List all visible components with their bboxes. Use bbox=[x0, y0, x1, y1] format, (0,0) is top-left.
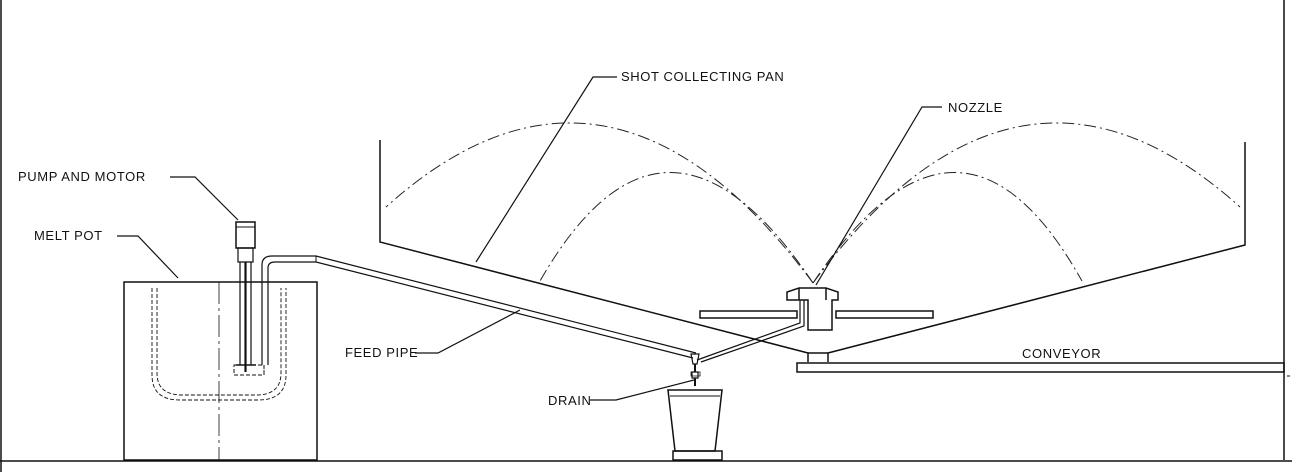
shot-collecting-pan bbox=[380, 140, 1245, 362]
drain-assembly bbox=[668, 354, 722, 460]
spray-trajectories bbox=[386, 123, 1240, 283]
label-conveyor: CONVEYOR bbox=[1022, 346, 1102, 361]
deflector-plates bbox=[700, 311, 933, 318]
label-nozzle: NOZZLE bbox=[948, 100, 1003, 115]
pump-and-motor bbox=[234, 222, 264, 375]
label-drain: DRAIN bbox=[548, 393, 592, 408]
nozzle-feed-line bbox=[697, 300, 804, 362]
leader-lines bbox=[117, 77, 942, 400]
feed-pipe bbox=[262, 256, 696, 365]
label-feed-pipe: FEED PIPE bbox=[345, 345, 419, 360]
melt-pot bbox=[124, 282, 317, 460]
nozzle bbox=[787, 288, 838, 330]
label-shot-collecting-pan: SHOT COLLECTING PAN bbox=[621, 69, 785, 84]
conveyor bbox=[797, 363, 1284, 372]
label-pump-and-motor: PUMP AND MOTOR bbox=[18, 169, 146, 184]
label-melt-pot: MELT POT bbox=[34, 228, 103, 243]
